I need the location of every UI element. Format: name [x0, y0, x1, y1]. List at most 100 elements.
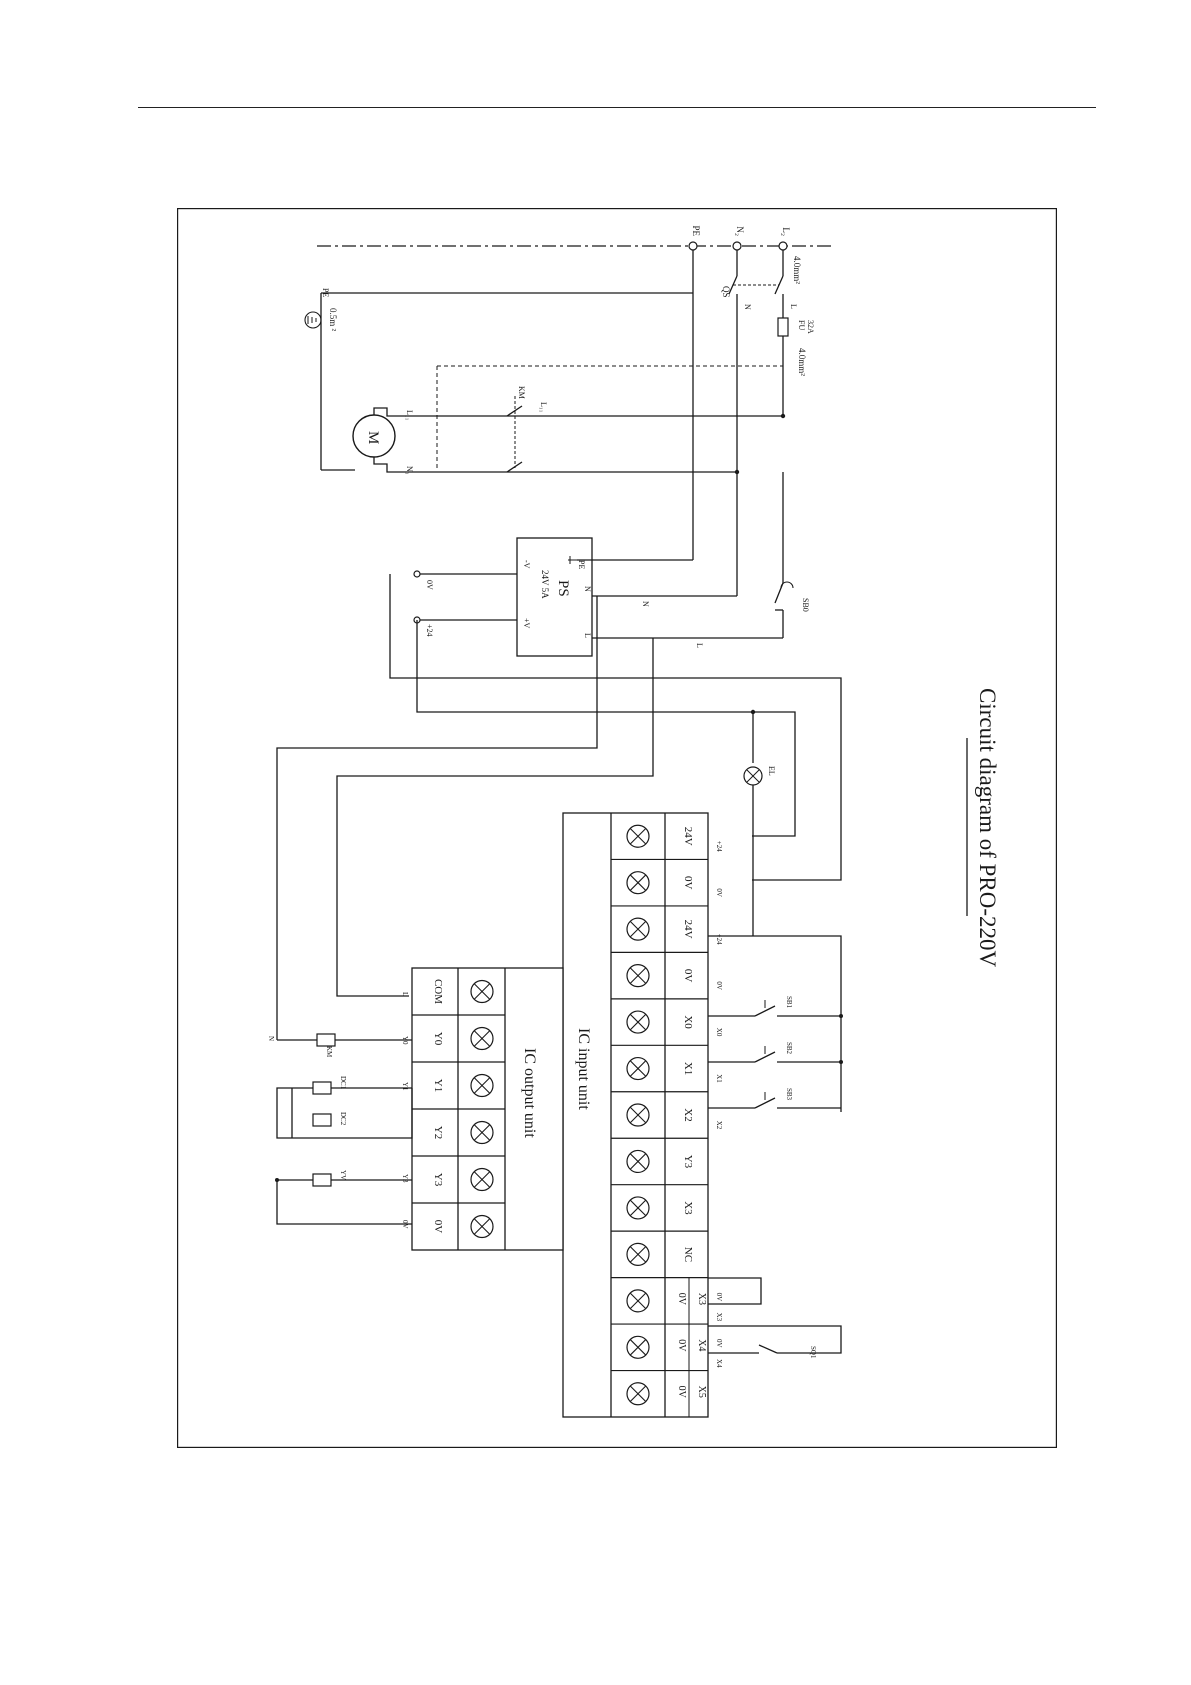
- input-terminal-label: 24V: [682, 827, 694, 846]
- output-terminal-icon: [470, 1214, 494, 1239]
- input-terminal-icon: [626, 1289, 650, 1313]
- output-terminal-label: COM: [432, 979, 444, 1004]
- input-terminal-label: 24V: [682, 920, 694, 939]
- ps-minus: -V: [522, 560, 531, 569]
- label-out-wire-y1: Y1: [401, 1082, 409, 1091]
- terminal-n2: [732, 241, 742, 251]
- ground-icon: [304, 311, 322, 329]
- input-wire-label: X0: [715, 1028, 723, 1037]
- wiring-bus: EL: [276, 574, 842, 1040]
- input-wiring: SB1 SB2 SB3 SQ1: [708, 935, 843, 1359]
- output-terminal-icon: [470, 1073, 494, 1098]
- output-wiring: L N KM Y0 DC1 DC2 Y1 YV Y3 0V: [267, 992, 413, 1229]
- input-terminal-label: NC: [682, 1247, 694, 1262]
- input-terminal-icon: [626, 1242, 650, 1266]
- input-unit: IC input unit 24V+240V0V24V+240V0VX0X0X1…: [562, 812, 723, 1418]
- label-fuse: FU: [797, 320, 806, 330]
- input-wire-label: 0V: [715, 888, 723, 897]
- terminal-pe: [688, 241, 698, 251]
- output-terminal-label: Y2: [432, 1126, 444, 1139]
- input-sub-terminal-label: X3: [696, 1293, 707, 1305]
- sb0-emergency-button: [774, 581, 794, 611]
- motor-section: M PE 0.5m ² L₁₁ N₁ KM L₁₁: [304, 288, 786, 475]
- input-terminal-icon: [626, 1382, 650, 1406]
- output-terminal-icon: [470, 1167, 494, 1192]
- sq1-switch: [758, 1344, 778, 1354]
- label-sb3: SB3: [785, 1088, 793, 1101]
- output-terminal-icon: [470, 1120, 494, 1145]
- label-switch-out-l: L: [789, 304, 798, 309]
- label-sq1: SQ1: [809, 1346, 817, 1359]
- input-sub-terminal-label: X4: [696, 1339, 707, 1351]
- diagram-title: Circuit diagram of PRO-220V: [975, 688, 1000, 968]
- ps-pe: PE: [577, 560, 586, 569]
- label-out-wire-l: L: [401, 992, 409, 996]
- x4-wire-0v-label: 0V: [715, 1339, 723, 1348]
- x3-wire-x3-label: X3: [715, 1313, 723, 1322]
- km-contactor: [506, 396, 523, 473]
- input-terminal-label: 0V: [676, 1386, 687, 1399]
- ps-box: [516, 537, 593, 657]
- input-terminal-icon: [626, 871, 650, 895]
- coil-yv: [312, 1173, 332, 1187]
- label-out-wire-y3: Y3: [401, 1174, 409, 1183]
- input-terminal-icon: [626, 1335, 650, 1359]
- input-terminal-icon: [626, 1149, 650, 1174]
- ps-l: L: [583, 633, 592, 638]
- output-terminal-label: Y0: [432, 1032, 444, 1046]
- label-wire-size-power: 4.0mm²: [797, 348, 807, 376]
- label-n2: N₂: [735, 226, 745, 236]
- motor-n-wire: [373, 457, 647, 473]
- input-terminal-icon: [626, 964, 650, 988]
- x3-wire-0v-label: 0V: [715, 1293, 723, 1302]
- page-header-rule: [138, 107, 1096, 108]
- label-km: KM: [517, 386, 526, 399]
- coil-dc2: [312, 1113, 332, 1127]
- input-sub-terminal-label: X5: [696, 1386, 707, 1398]
- label-pe: PE: [691, 225, 701, 236]
- label-out-0v: 0V: [425, 580, 434, 590]
- input-terminal-label: 0V: [682, 969, 694, 983]
- supply-section: PE N₂ L₂ 4.0mm² QS N L FU 32A 4.0mm²: [317, 225, 832, 470]
- label-coil-dc1: DC1: [339, 1076, 347, 1090]
- input-wire-label: X2: [715, 1121, 723, 1130]
- label-sb2: SB2: [785, 1042, 793, 1055]
- output-terminal-icon: [470, 979, 494, 1004]
- label-coil-yv: YV: [339, 1170, 347, 1180]
- power-supply-section: PS 24V 5A -V +V N L PE N L SB0 0V +: [413, 293, 810, 657]
- input-terminal-label: 0V: [682, 876, 694, 890]
- input-terminal-icon: [626, 1056, 650, 1081]
- label-sb0: SB0: [801, 598, 810, 612]
- label-qs: QS: [721, 286, 731, 298]
- label-sb1: SB1: [785, 996, 793, 1009]
- output-terminal-label: Y1: [432, 1079, 444, 1092]
- label-neutral: N: [267, 1036, 275, 1041]
- label-wire-size-supply: 4.0mm²: [792, 256, 802, 284]
- input-terminal-label: 0V: [676, 1339, 687, 1352]
- label-ground-wire: 0.5m ²: [328, 308, 338, 332]
- x4-wire-x4-label: X4: [715, 1359, 723, 1368]
- input-terminal-label: Y3: [682, 1155, 694, 1169]
- ps-name: PS: [555, 580, 571, 597]
- output-terminal-icon: [470, 1026, 494, 1051]
- coil-km: [316, 1033, 336, 1047]
- motor-l-wire: [373, 407, 647, 417]
- label-out-wire-y0: Y0: [401, 1036, 409, 1045]
- input-terminal-label: X0: [682, 1015, 694, 1029]
- input-wire-label: +24: [715, 841, 723, 852]
- terminal-l2: [778, 241, 788, 251]
- input-terminal-icon: [626, 1196, 650, 1220]
- label-out-wire-0v: 0V: [401, 1220, 409, 1229]
- fuse-fu: [777, 317, 789, 337]
- input-terminal-icon: [626, 917, 650, 941]
- input-unit-title: IC input unit: [575, 1028, 592, 1110]
- label-lamp: EL: [767, 766, 776, 776]
- drawing-sheet: PE N₂ L₂ 4.0mm² QS N L FU 32A 4.0mm²: [176, 207, 1058, 1453]
- ps-spec: 24V 5A: [540, 570, 550, 599]
- input-wire-label: X1: [715, 1074, 723, 1083]
- ps-n: N: [583, 586, 592, 592]
- ps-plus: +V: [522, 618, 531, 629]
- input-terminal-label: 0V: [676, 1293, 687, 1306]
- input-terminal-label: X1: [682, 1062, 694, 1075]
- output-terminal-label: Y3: [432, 1173, 444, 1187]
